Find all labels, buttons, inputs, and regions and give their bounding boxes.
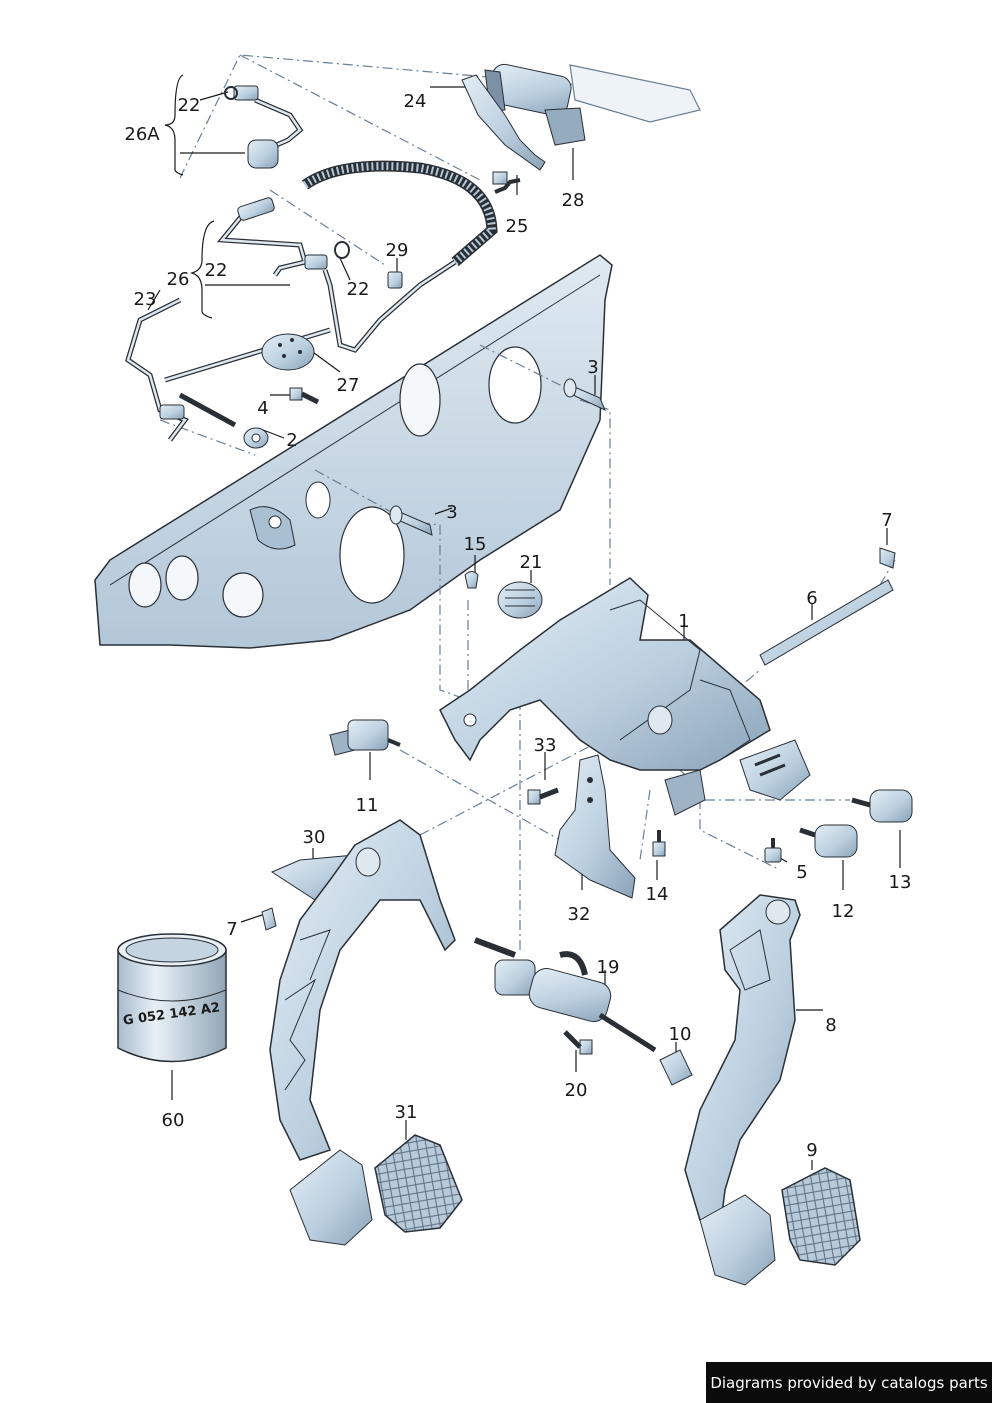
callout-22-lower: 22 <box>347 279 370 300</box>
hydraulic-line-26 <box>216 197 457 353</box>
pedal-pad-9 <box>781 1167 861 1266</box>
bolt-5 <box>764 838 782 863</box>
callout-28: 28 <box>562 190 585 211</box>
switch-12 <box>799 824 858 858</box>
bolt-20 <box>563 1030 593 1055</box>
callout-21: 21 <box>520 552 543 573</box>
callout-7-upper: 7 <box>881 510 892 531</box>
clutch-pedal-30 <box>269 819 456 1246</box>
callout-leaders <box>147 74 901 1170</box>
callout-6: 6 <box>806 588 817 609</box>
callout-32: 32 <box>568 904 591 925</box>
buffer-21 <box>497 581 543 619</box>
clip-15 <box>464 571 479 589</box>
callout-26a: 26A <box>124 124 160 145</box>
callout-1: 1 <box>678 611 689 632</box>
bracket-32 <box>554 754 636 899</box>
callout-20: 20 <box>565 1080 588 1101</box>
callout-26: 26 <box>167 269 190 290</box>
stud-3-upper <box>563 378 606 411</box>
callout-33: 33 <box>534 735 557 756</box>
callout-27: 27 <box>337 375 360 396</box>
callout-10: 10 <box>669 1024 692 1045</box>
callout-11: 11 <box>356 795 379 816</box>
callout-31: 31 <box>395 1102 418 1123</box>
clip-10 <box>659 1049 693 1086</box>
callout-14: 14 <box>646 884 669 905</box>
callout-12: 12 <box>832 901 855 922</box>
clip-29 <box>387 271 403 289</box>
bolt-4 <box>289 387 320 405</box>
switch-13 <box>851 789 913 823</box>
clip-7-lower <box>261 907 277 931</box>
callout-15: 15 <box>464 534 487 555</box>
bulkhead-panel <box>94 254 613 649</box>
callout-60: 60 <box>162 1110 185 1131</box>
pedal-pad-31 <box>374 1134 463 1233</box>
callout-8: 8 <box>825 1015 836 1036</box>
hydraulic-line-23 <box>125 297 331 442</box>
grease-can-60: G 052 142 A2 <box>117 933 227 1063</box>
callout-19: 19 <box>597 957 620 978</box>
clip-7-upper <box>879 547 896 569</box>
callout-7-lower: 7 <box>226 919 237 940</box>
braided-hose <box>301 160 498 267</box>
callout-30: 30 <box>303 827 326 848</box>
callout-29: 29 <box>386 240 409 261</box>
callout-3-upper: 3 <box>587 357 598 378</box>
reservoir-cap <box>261 333 315 371</box>
callout-23: 23 <box>134 289 157 310</box>
master-cylinder-19 <box>473 937 657 1053</box>
callout-22-middle: 22 <box>205 260 228 281</box>
slave-cylinder <box>461 63 701 194</box>
hydraulic-line-26a <box>224 85 304 169</box>
callout-9: 9 <box>806 1140 817 1161</box>
callouts: 22 26A 24 28 25 29 22 22 26 23 27 4 2 3 … <box>124 91 911 1161</box>
switch-11 <box>329 719 401 756</box>
stud-3-lower <box>389 505 433 536</box>
callout-3-lower: 3 <box>446 502 457 523</box>
pedal-bracket-1 <box>439 577 811 816</box>
callout-4: 4 <box>257 398 268 419</box>
callout-24: 24 <box>404 91 427 112</box>
callout-2: 2 <box>286 430 297 451</box>
callout-22: 22 <box>178 95 201 116</box>
callout-13: 13 <box>889 872 912 893</box>
pivot-shaft-6 <box>759 579 894 666</box>
grommet-2 <box>243 427 269 449</box>
bolt-14 <box>652 830 666 857</box>
callout-5: 5 <box>796 862 807 883</box>
brake-pedal-8 <box>684 894 801 1286</box>
bolt-33 <box>527 787 559 805</box>
callout-25: 25 <box>506 216 529 237</box>
attribution-banner: Diagrams provided by catalogs parts <box>706 1362 992 1403</box>
